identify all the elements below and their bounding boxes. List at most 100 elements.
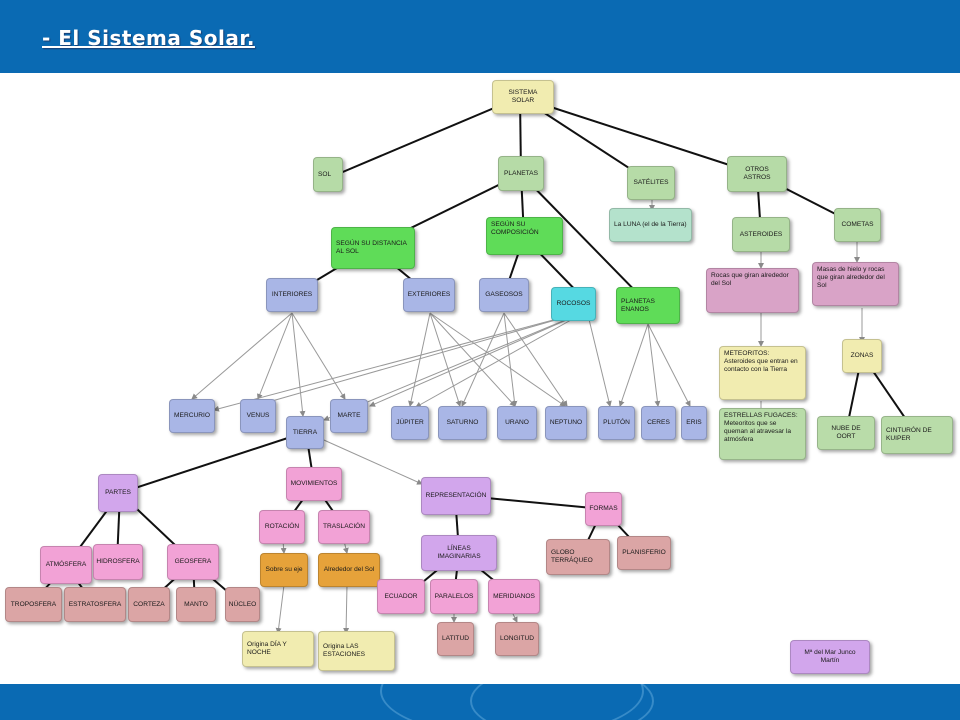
node-label: SATURNO [446, 419, 479, 426]
node-label: ROTACIÓN [264, 523, 300, 530]
node-label: Sobre su eje [265, 566, 303, 573]
node-label: ERIS [686, 419, 702, 426]
node-label: Masas de hielo y rocas que giran alreded… [817, 266, 885, 289]
node-label: GASEOSOS [485, 291, 523, 298]
node-pluton: PLUTÓN [598, 406, 635, 440]
node-meridianos: MERIDIANOS [488, 579, 540, 614]
node-corteza: CORTEZA [128, 587, 170, 622]
node-manto: MANTO [176, 587, 216, 622]
node-label: CINTURÓN DE KUIPER [886, 427, 932, 442]
node-venus: VENUS [240, 399, 276, 433]
node-label: LÍNEAS IMAGINARIAS [437, 545, 481, 560]
node-estrellas-fugaces: ESTRELLAS FUGACES: Meteoritos que se que… [719, 408, 806, 460]
node-label: NUBE DE OORT [831, 425, 861, 440]
node-latitud: LATITUD [437, 622, 474, 656]
node-segun-distancia: SEGÚN SU DISTANCIA AL SOL [331, 227, 415, 269]
node-globo-terraqueo: GLOBO TERRÁQUEO [546, 539, 610, 575]
node-satelites: SATÉLITES [627, 166, 675, 200]
node-label: PLANETAS ENANOS [621, 297, 655, 313]
node-representacion: REPRESENTACIÓN [421, 477, 491, 515]
node-label: Origina DÍA Y NOCHE [247, 641, 287, 656]
header-bar: - El Sistema Solar. [0, 0, 960, 73]
node-label: PARTES [105, 489, 131, 496]
node-label: ATMÓSFERA [45, 561, 87, 568]
node-label: PLANETAS [504, 169, 538, 177]
footer-swirl-decoration [470, 684, 654, 720]
node-estratosfera: ESTRATOSFERA [64, 587, 126, 622]
node-label: MOVIMIENTOS [290, 480, 338, 487]
node-label: CERES [647, 419, 670, 426]
node-rocosos: ROCOSOS [551, 287, 596, 321]
node-label: Alrededor del Sol [323, 566, 375, 573]
node-tierra: TIERRA [286, 416, 324, 449]
node-paralelos: PARALELOS [430, 579, 478, 614]
node-zonas: ZONAS [842, 339, 882, 373]
node-nucleo: NÚCLEO [225, 587, 260, 622]
node-alrededor-sol: Alrededor del Sol [318, 553, 380, 587]
node-label: Mª del Mar Junco Martín [804, 649, 856, 664]
node-label: Origina LAS ESTACIONES [323, 643, 366, 658]
node-label: SISTEMA SOLAR [508, 89, 538, 104]
node-planisferio: PLANISFERIO [617, 536, 671, 570]
node-label: METEORITOS: Asteroides que entran en con… [724, 350, 798, 373]
node-label: PLANISFERIO [622, 549, 666, 556]
node-label: HIDROSFERA [96, 558, 140, 565]
node-urano: URANO [497, 406, 537, 440]
node-label: MARTE [337, 412, 361, 419]
node-label: NEPTUNO [549, 419, 583, 426]
node-meteoritos: METEORITOS: Asteroides que entran en con… [719, 346, 806, 400]
node-label: ESTRELLAS FUGACES: Meteoritos que se que… [724, 412, 798, 443]
node-label: TRASLACIÓN [322, 523, 366, 530]
node-label: NÚCLEO [228, 600, 257, 608]
node-label: TIERRA [292, 428, 318, 436]
node-label: SEGÚN SU DISTANCIA AL SOL [336, 240, 407, 255]
node-exteriores: EXTERIORES [403, 278, 455, 312]
node-label: OTROS ASTROS [743, 166, 771, 181]
node-rocas-asteroides: Rocas que giran alrededor del Sol [706, 268, 799, 313]
node-planetas-enanos: PLANETAS ENANOS [616, 287, 680, 324]
node-jupiter: JÚPITER [391, 406, 429, 440]
node-label: EXTERIORES [407, 291, 451, 298]
node-interiores: INTERIORES [266, 278, 318, 312]
node-label: MERCURIO [174, 412, 210, 419]
node-label: ECUADOR [384, 592, 418, 600]
node-lineas-imaginarias: LÍNEAS IMAGINARIAS [421, 535, 497, 571]
node-sistema-solar: SISTEMA SOLAR [492, 80, 554, 114]
node-gaseosos: GASEOSOS [479, 278, 529, 312]
node-label: ZONAS [850, 352, 874, 359]
node-label: PLUTÓN [603, 419, 630, 426]
node-troposfera: TROPOSFERA [5, 587, 62, 622]
node-label: VENUS [246, 412, 270, 419]
node-label: URANO [505, 419, 529, 426]
node-ecuador: ECUADOR [377, 579, 425, 614]
node-label: SATÉLITES [633, 179, 669, 186]
node-label: JÚPITER [396, 419, 424, 426]
node-label: La LUNA (el de la Tierra) [614, 221, 687, 228]
node-segun-composicion: SEGÚN SU COMPOSICIÓN [486, 217, 563, 255]
node-label: COMETAS [841, 221, 874, 228]
node-estaciones: Origina LAS ESTACIONES [318, 631, 395, 671]
node-label: MERIDIANOS [493, 592, 535, 600]
node-partes: PARTES [98, 474, 138, 512]
node-saturno: SATURNO [438, 406, 487, 440]
node-movimientos: MOVIMIENTOS [286, 467, 342, 501]
page-title: - El Sistema Solar. [42, 26, 255, 50]
node-label: ESTRATOSFERA [68, 600, 122, 608]
node-atmosfera: ATMÓSFERA [40, 546, 92, 584]
node-ceres: CERES [641, 406, 676, 440]
node-eris: ERIS [681, 406, 707, 440]
node-label: GEOSFERA [174, 558, 212, 565]
node-masas-hielo: Masas de hielo y rocas que giran alreded… [812, 262, 899, 306]
node-neptuno: NEPTUNO [545, 406, 587, 440]
node-traslacion: TRASLACIÓN [318, 510, 370, 544]
node-longitud: LONGITUD [495, 622, 539, 656]
node-sobre-su-eje: Sobre su eje [260, 553, 308, 587]
node-label: LATITUD [442, 635, 469, 642]
node-planetas: PLANETAS [498, 156, 544, 191]
node-label: Rocas que giran alrededor del Sol [711, 272, 789, 287]
node-rotacion: ROTACIÓN [259, 510, 305, 544]
node-label: PARALELOS [434, 592, 474, 600]
node-otros-astros: OTROS ASTROS [727, 156, 787, 192]
node-nube-oort: NUBE DE OORT [817, 416, 875, 450]
node-cinturon-kuiper: CINTURÓN DE KUIPER [881, 416, 953, 454]
